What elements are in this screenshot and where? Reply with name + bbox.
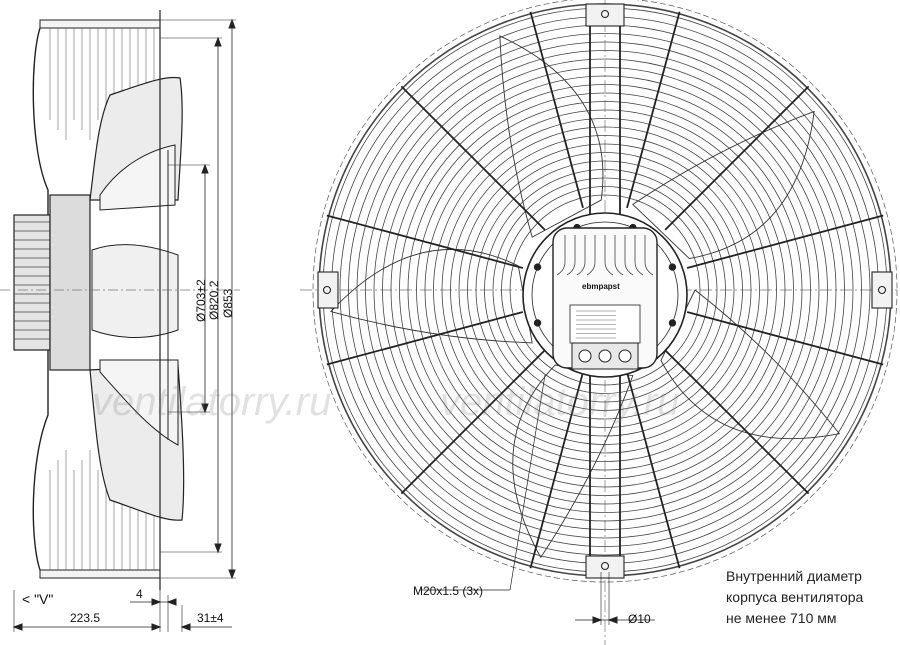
motor-fins [14,221,50,340]
fan-blade [330,248,533,344]
guard-ring [407,92,803,488]
guard-spoke [626,11,681,209]
guard-ring [390,75,820,505]
blade-upper-inner [99,144,176,211]
guard-ring [433,118,777,462]
blade-mid [91,244,179,338]
guard-ring [365,50,845,530]
mounting-tabs [317,3,893,579]
hub-bolt [668,319,677,327]
note-line-1: Внутренний диаметр [726,568,862,584]
guard-spoke [664,349,810,495]
trace [586,235,596,276]
guard-ring [467,152,743,428]
fan-blade [632,110,815,260]
diameter-outer-label: Ø853 [221,288,235,318]
trace [634,235,644,276]
electronics-traces [556,235,654,276]
hub-bolt [533,263,542,271]
depth-total-label: 223.5 [70,611,101,625]
note-line-3: не менее 710 мм [726,610,837,626]
fan-side-view [0,10,240,632]
guard-ring [509,194,701,386]
guard-spoke [326,214,524,269]
fan-blades [330,35,841,559]
guard-ring [450,135,760,445]
guard-ring [399,84,811,496]
hub-bolt [668,263,677,271]
trace [576,235,586,276]
watermark: ventilatorry.ru [92,380,332,424]
note-line-2: корпуса вентилятора [726,589,864,605]
guard-spoke [400,85,546,231]
guard-spoke [326,311,524,366]
guard-ring [441,126,769,454]
guard-ring [484,169,726,411]
rating-plate-lines [576,310,616,339]
offset-small-label: 4 [136,587,143,601]
guard-ring [475,160,735,420]
guard-spoke [686,214,884,269]
guard-ring [373,58,837,522]
trace [556,235,566,276]
hub-bolt [533,319,542,327]
trace [644,235,654,276]
guard-spoke [686,311,884,366]
guard-ring [382,67,828,513]
diameter-inner-label: Ø703±2 [194,279,208,322]
installation-note: Внутренний диаметр корпуса вентилятора н… [726,566,896,629]
blade-lower-inner [99,359,179,446]
fan-blade [499,35,604,238]
guard-spoke [529,11,584,209]
rating-plate [569,304,641,344]
guard-ring [356,41,854,539]
cable-gland-label: M20x1.5 (3x) [413,584,484,598]
guard-ring [492,177,718,403]
mount-depth-label: 31±4 [197,611,224,625]
trace [614,235,624,276]
guard-ring [458,143,752,437]
guard-spoke [400,349,546,495]
trace [566,235,576,276]
guard-ring [501,186,709,394]
guard-ring [416,101,794,479]
motor-housing [13,214,51,351]
view-marker-label: < "V" [22,591,54,607]
guard-spoke [529,371,584,569]
fan-front-view [300,0,900,645]
guard-ring [348,33,862,547]
watermark-2: ventilatorry.ru [440,380,680,424]
guard-spoke [664,85,810,231]
motor-flange [49,194,91,371]
guard-ring [424,109,786,471]
fan-blade [660,289,841,440]
hole-diameter-label: Ø10 [628,612,651,626]
fan-blade [512,364,634,559]
brand-label: ebmpapst [582,282,620,291]
trace [624,235,634,276]
guard-spoke [626,371,681,569]
diameter-mount-label: Ø820.2 [207,280,221,320]
trace [604,235,614,276]
